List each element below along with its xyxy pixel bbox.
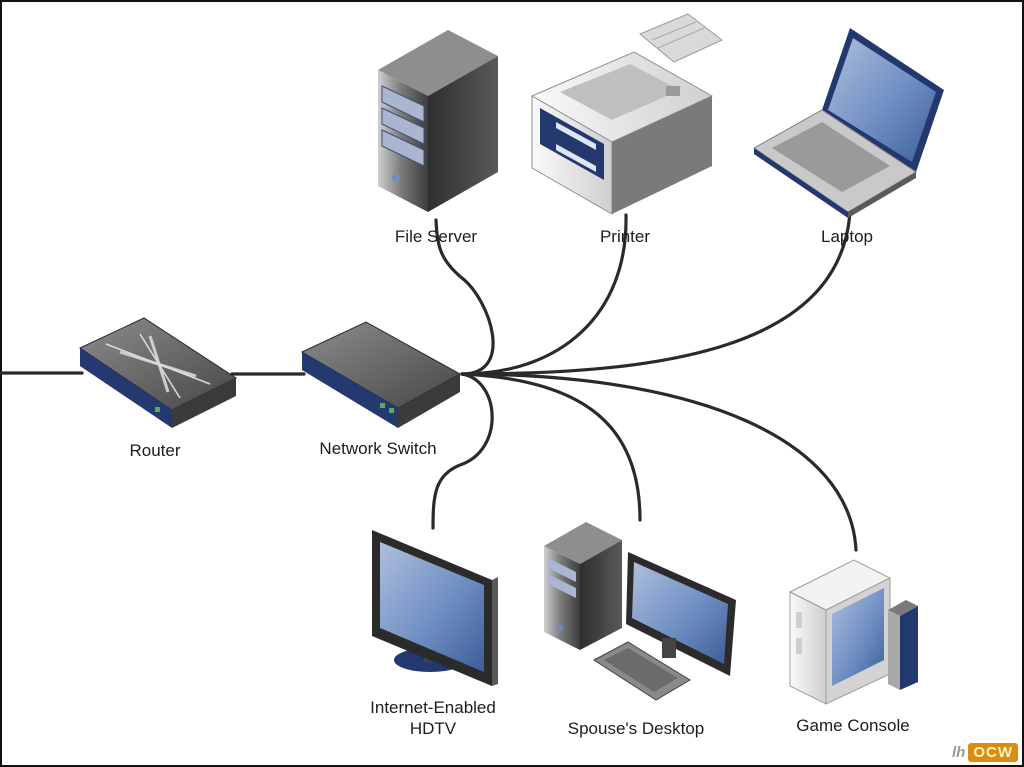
network-switch-icon (300, 321, 462, 428)
watermark-logo: lh OCW (952, 739, 1018, 765)
label-file-server: File Server (394, 227, 478, 246)
cable-spouse-desktop (460, 372, 642, 522)
file-server-icon (378, 30, 498, 212)
cables (0, 210, 858, 552)
label-printer: Printer (599, 227, 651, 246)
label-laptop: Laptop (821, 227, 873, 246)
label-network-switch: Network Switch (319, 439, 437, 458)
label-spouse-desktop: Spouse's Desktop (567, 719, 705, 738)
spouse-desktop-icon (544, 522, 736, 701)
cable-printer (460, 213, 628, 376)
watermark-left: lh (951, 743, 966, 761)
laptop-icon (753, 28, 944, 218)
watermark-right: OCW (968, 742, 1018, 762)
cable-laptop (460, 210, 852, 376)
label-game-console: Game Console (796, 716, 910, 735)
cable-hdtv (431, 372, 494, 530)
printer-icon (530, 13, 723, 215)
game-console-icon (788, 559, 918, 705)
label-router: Router (129, 441, 181, 460)
cable-file-server (434, 218, 495, 376)
cable-game-console (460, 372, 858, 552)
router-icon (78, 317, 238, 428)
label-hdtv: Internet-Enabled HDTV (370, 698, 496, 738)
hdtv-icon (372, 530, 498, 686)
